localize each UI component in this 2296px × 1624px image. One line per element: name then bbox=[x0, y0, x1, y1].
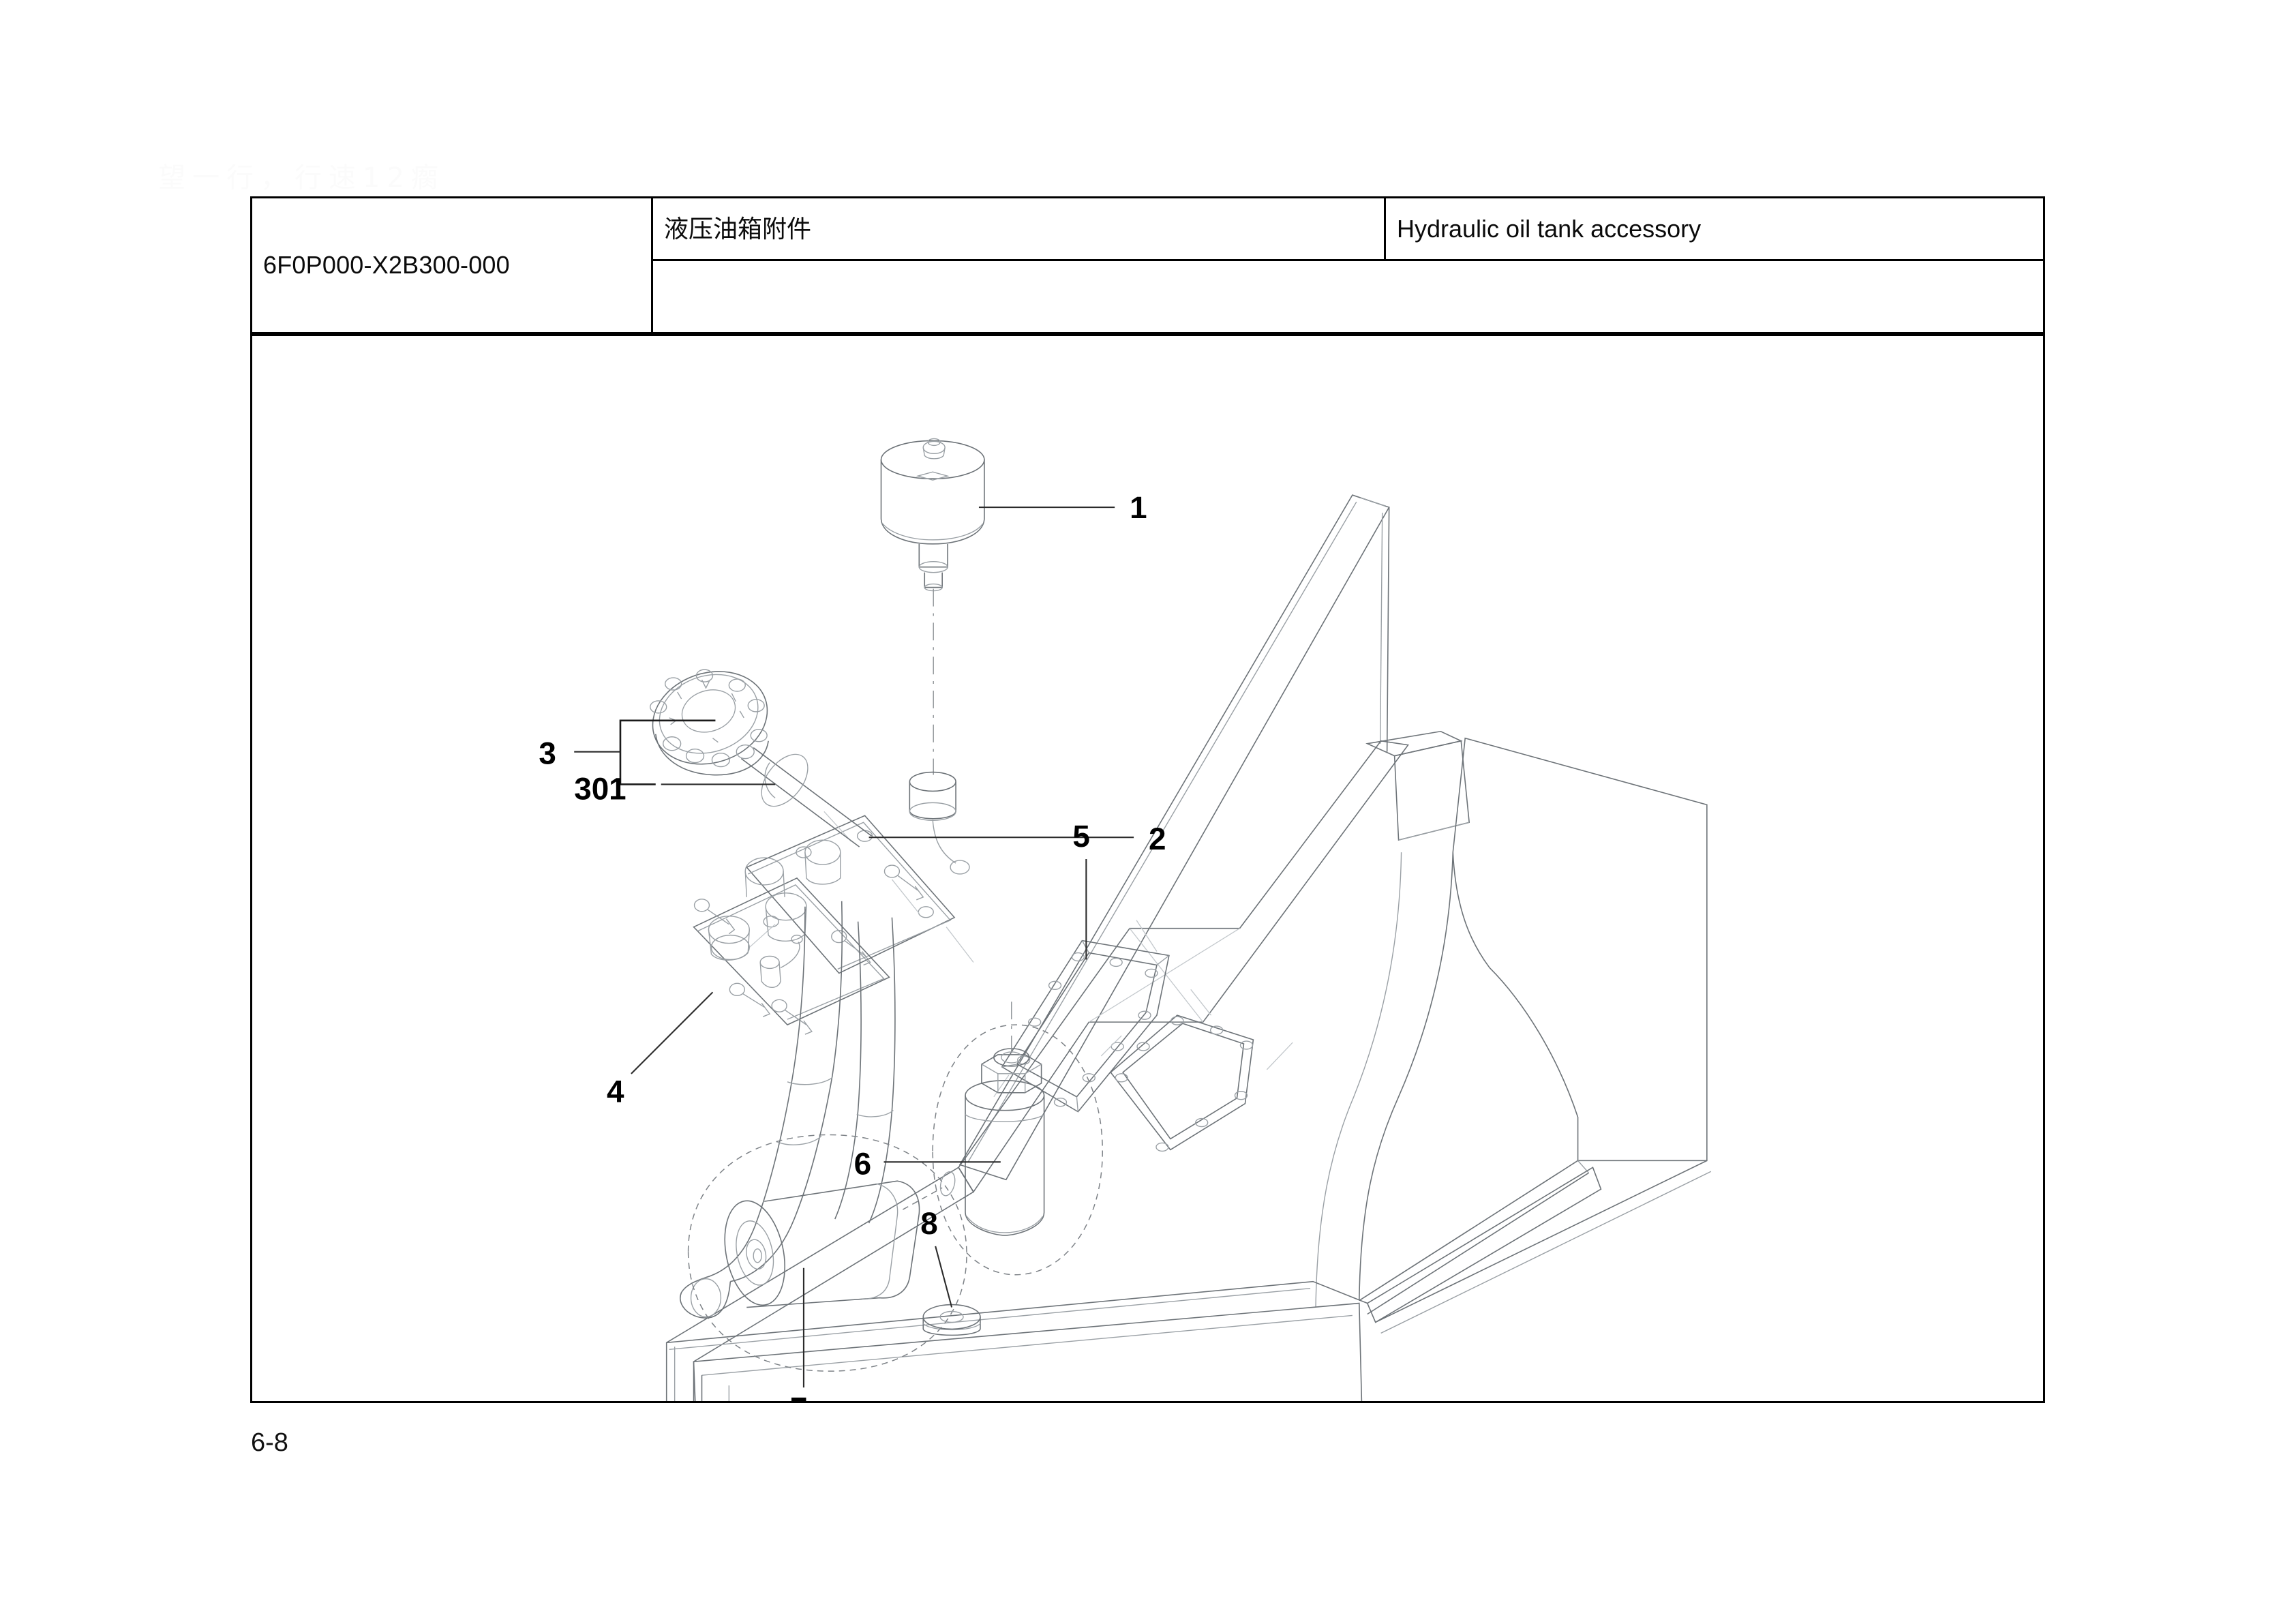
callout-leaders bbox=[574, 506, 1134, 1388]
callout-label-301: 301 bbox=[574, 771, 626, 806]
bracket-bolts bbox=[693, 864, 924, 1035]
tank-boom-arm bbox=[958, 494, 1390, 1181]
callout-label-5: 5 bbox=[1072, 819, 1089, 854]
drawing-area: 1 2 3 301 4 5 6 7 8 9 10 bbox=[250, 334, 2045, 1403]
tank-front-face bbox=[665, 740, 1409, 1401]
part-6-return-filter bbox=[932, 1002, 1104, 1276]
part-4-manifold-bracket bbox=[693, 839, 924, 1035]
title-english-cell: Hydraulic oil tank accessory bbox=[1384, 196, 2045, 261]
part-5-inspection-cover-gasket bbox=[993, 920, 1293, 1152]
part-7-suction-filter bbox=[687, 1134, 967, 1372]
part-1-breather-cap bbox=[880, 438, 985, 592]
breather-socket bbox=[909, 771, 970, 875]
title-chinese-cell: 液压油箱附件 bbox=[651, 196, 1386, 261]
callout-label-4: 4 bbox=[607, 1074, 624, 1109]
tank-lower-rail bbox=[1366, 1167, 1602, 1323]
callout-label-8: 8 bbox=[920, 1206, 937, 1241]
callout-label-3: 3 bbox=[539, 736, 556, 771]
callout-label-7: 7 bbox=[790, 1391, 807, 1401]
callout-label-2: 2 bbox=[1149, 822, 1166, 856]
callout-label-1: 1 bbox=[1130, 490, 1147, 525]
callout-label-6: 6 bbox=[854, 1146, 871, 1181]
page-number: 6-8 bbox=[251, 1428, 288, 1457]
tank-body-group bbox=[665, 494, 1712, 1401]
part-number-cell: 6F0P000-X2B300-000 bbox=[250, 196, 653, 334]
tank-right-panel bbox=[1315, 737, 1708, 1315]
tank-top-deck bbox=[1365, 730, 1470, 841]
page-watermark: 望一行，行速12瘸 bbox=[158, 162, 445, 194]
tank-hoses bbox=[680, 901, 896, 1319]
callout-labels: 1 2 3 301 4 5 6 7 8 9 10 bbox=[539, 490, 1166, 1401]
title-block-table: 6F0P000-X2B300-000 液压油箱附件 Hydraulic oil … bbox=[250, 196, 2045, 334]
assembly-drawing: 1 2 3 301 4 5 6 7 8 9 10 bbox=[539, 438, 1712, 1401]
part-3-knurled-cap bbox=[650, 669, 769, 776]
part-8-flat-washer bbox=[922, 1304, 981, 1336]
part-301-cap-seal-ring bbox=[740, 747, 873, 847]
notes-cell bbox=[651, 259, 2045, 334]
